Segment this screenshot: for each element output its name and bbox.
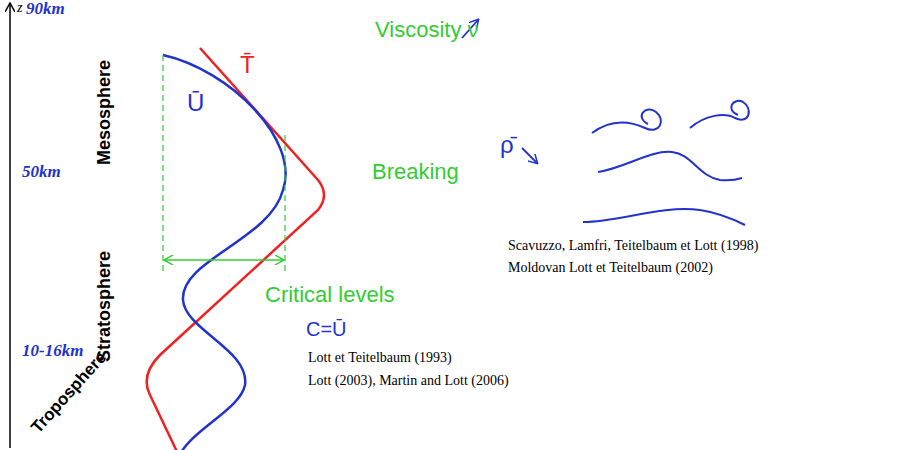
density-label: ρ̄ — [500, 132, 514, 158]
altitude-label: 90km — [26, 0, 65, 19]
reference: Scavuzzo, Lamfri, Teitelbaum et Lott (19… — [508, 238, 758, 253]
curve-label: T̄ — [240, 52, 255, 78]
curve-label: Ū — [187, 90, 204, 116]
critical-level-line — [162, 55, 163, 275]
reference: Moldovan Lott et Teitelbaum (2002) — [508, 260, 713, 275]
decrease-arrow — [522, 148, 537, 163]
temperature-curve — [147, 48, 324, 450]
layer-name: Mesosphere — [95, 60, 115, 165]
altitude-label: 50km — [22, 163, 61, 182]
wave — [583, 209, 745, 225]
wind-curve — [163, 55, 286, 450]
condition-label: C=Ū — [306, 318, 347, 340]
process-label: Breaking — [372, 160, 459, 184]
critical-level-line — [284, 135, 285, 275]
z-axis — [9, 4, 11, 448]
reference: Lott (2003), Martin and Lott (2006) — [308, 373, 509, 388]
wave — [598, 152, 742, 181]
layer-name: Stratosphere — [95, 251, 115, 362]
reference: Lott et Teitelbaum (1993) — [308, 350, 452, 365]
process-label: Critical levels — [265, 283, 395, 307]
range-arrow — [165, 259, 283, 261]
breaking-wave — [592, 109, 661, 133]
axis-label: z — [17, 0, 22, 15]
process-label: Viscosity ν — [375, 18, 479, 42]
breaking-wave — [690, 101, 749, 128]
altitude-label: 10-16km — [22, 342, 83, 361]
layer-name: Troposphere — [28, 348, 111, 437]
